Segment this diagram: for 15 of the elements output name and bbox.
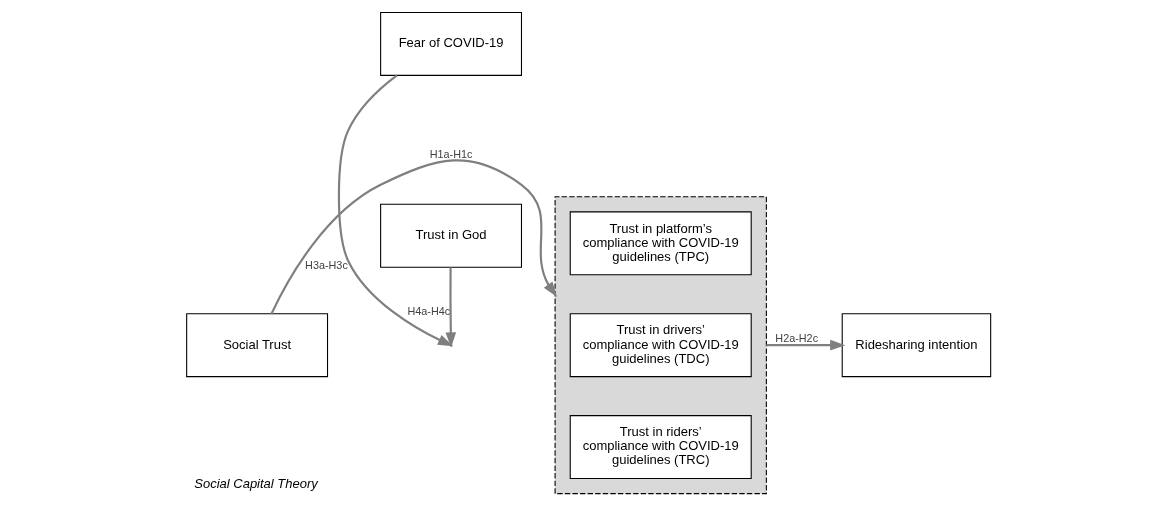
label: Social Capital Theory	[194, 476, 318, 492]
node-box: Trust in riders’ compliance with COVID-19 guidelines (TRC)	[569, 415, 752, 479]
node-box: Trust in platform’s compliance with COVID-19 guidelines (TPC)	[569, 211, 752, 276]
node-box: Social Trust	[186, 313, 329, 378]
arrow	[270, 159, 557, 315]
cluster	[554, 196, 767, 495]
edge-label: H3a-H3c	[305, 259, 348, 272]
node-box: Trust in God	[380, 203, 523, 268]
edge-label: H4a-H4c	[407, 304, 451, 317]
node-box: Trust in drivers’ compliance with COVID-19 guidelines (TDC)	[569, 313, 752, 378]
edge-label: H1a-H1c	[429, 147, 473, 160]
node-box: Ridesharing intention	[841, 313, 992, 378]
edge-label: H2a-H2c	[775, 331, 819, 344]
arrow	[766, 339, 846, 351]
node-box: Fear of COVID-19	[380, 12, 523, 76]
